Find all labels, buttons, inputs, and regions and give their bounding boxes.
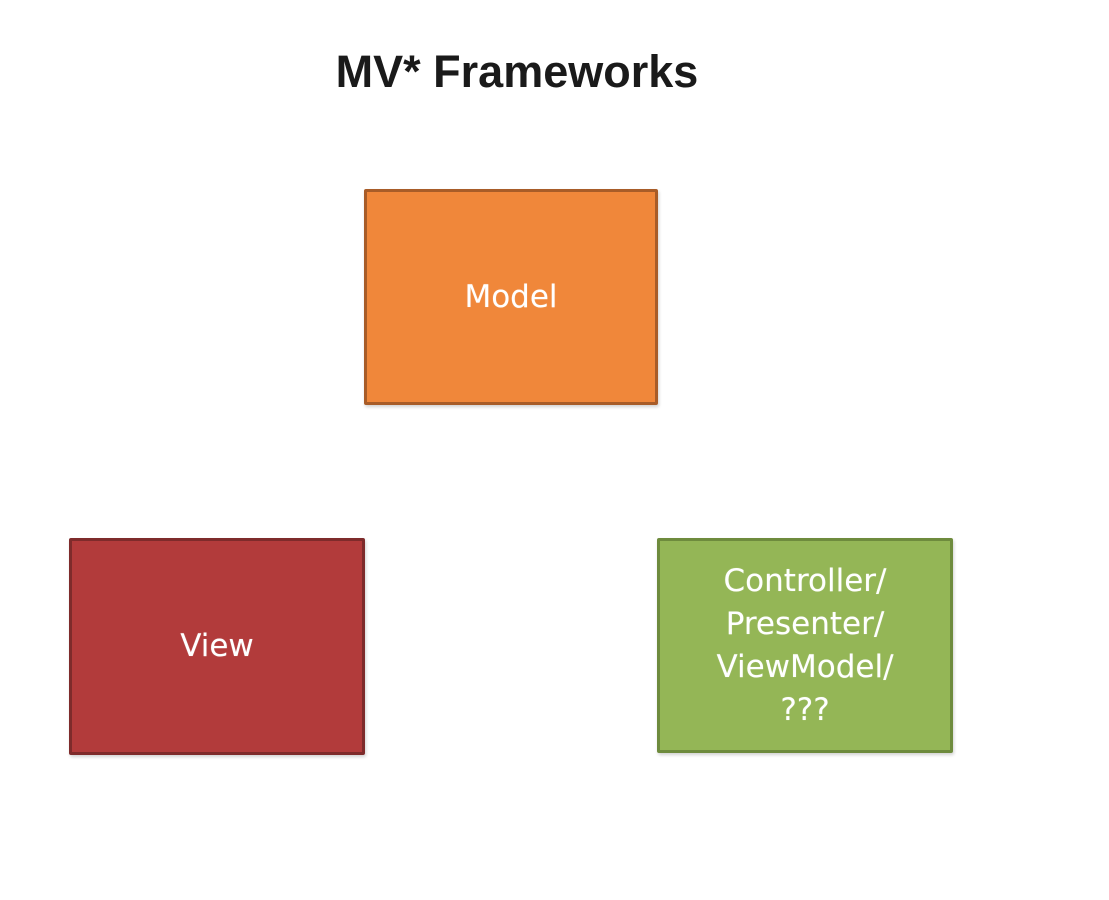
model-box-label: Model [464, 278, 558, 315]
view-box: View [69, 538, 365, 755]
controller-box: Controller/ Presenter/ ViewModel/ ??? [657, 538, 953, 753]
slide-title: MV* Frameworks [335, 46, 699, 97]
model-box: Model [364, 189, 658, 405]
controller-box-label: Controller/ Presenter/ ViewModel/ ??? [716, 562, 894, 728]
view-box-label: View [180, 628, 254, 664]
